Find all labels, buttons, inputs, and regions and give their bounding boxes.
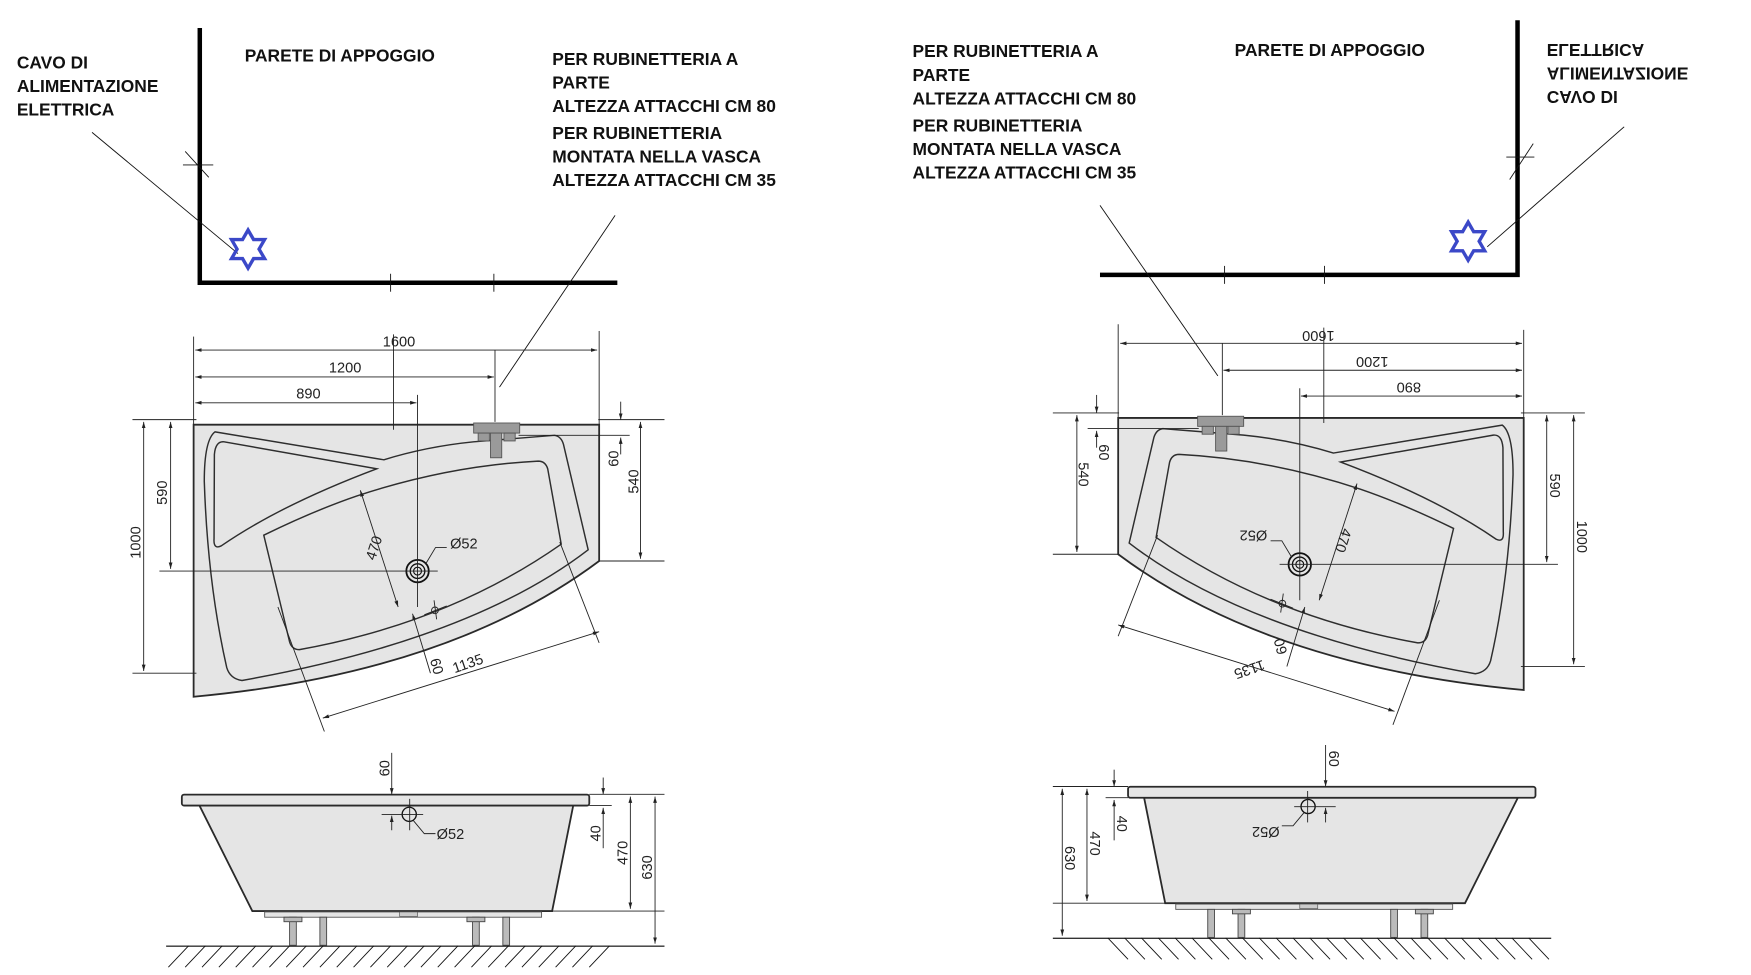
left-elevation-view: 60 Ø52 40 470 630 [166,753,664,967]
dim-basin-width: 470 [1331,526,1354,554]
dim-overflow-60: 60 [1325,751,1341,767]
dim-overflow-diameter: Ø52 [1252,823,1280,839]
cable-label-line-2-flipped: ALIMENTAZIONE [1547,63,1689,83]
dim-short-side: 540 [627,469,643,493]
dim-rim-60: 60 [606,451,622,467]
faucet-note-line-5: MONTATA NELLA VASCA [913,139,1122,159]
faucet-note-line-3: ALTEZZA ATTACCHI CM 80 [913,88,1137,108]
faucet-note-line-4: PER RUBINETTERIA [913,115,1083,135]
cable-leader-line [1486,126,1625,248]
left-wall-layout: CAVO DI ALIMENTAZIONE ELETTRICA PARETE D… [17,28,776,388]
faucet-note-line-6: ALTEZZA ATTACCHI CM 35 [552,170,776,190]
wall-label: PARETE DI APPOGGIO [1235,40,1425,60]
right-support-wall [1099,20,1520,278]
dim-total-height: 630 [1061,846,1077,870]
dim-total-width: 1000 [1573,521,1589,553]
faucet-note-line-1: PER RUBINETTERIA A [552,49,738,69]
dim-faucet-offset: 1200 [329,360,361,376]
dim-total-length: 1600 [383,335,415,351]
right-wall-layout: PER RUBINETTERIA A PARTE ALTEZZA ATTACCH… [913,20,1689,377]
dim-front-60: 60 [426,657,446,677]
faucet-note-line-2: PARTE [913,65,971,85]
left-bathtub-side-outline [166,753,664,967]
dim-overflow-diameter: Ø52 [437,827,465,843]
cable-label-line-3-flipped: ELETTRICA [1547,40,1645,60]
dim-overflow-60: 60 [377,760,393,776]
dim-faucet-offset: 1200 [1356,353,1388,369]
cable-label-line-1-flipped: CAVO DI [1547,87,1618,107]
left-support-wall [197,28,618,285]
faucet-note-line-1: PER RUBINETTERIA A [913,41,1099,61]
dim-total-length: 1600 [1302,327,1334,343]
dim-tub-height: 470 [1086,831,1102,855]
electrical-outlet-star-icon [1449,220,1487,262]
left-plan-view: 1600 1200 890 1000 590 60 540 470 Ø52 60… [128,331,664,732]
faucet-note-line-2: PARTE [552,73,610,93]
cable-leader-line [91,132,239,254]
dim-basin-width: 470 [363,534,386,562]
right-bathtub-plan-outline [1053,324,1585,725]
dim-front-60: 60 [1272,636,1292,656]
dim-drain-depth: 590 [155,481,171,505]
dim-total-width: 1000 [128,526,144,558]
dim-drain-diameter: Ø52 [450,537,478,553]
faucet-note-line-4: PER RUBINETTERIA [552,123,722,143]
faucet-note-line-6: ALTEZZA ATTACCHI CM 35 [913,162,1137,182]
cable-label-line-3: ELETTRICA [17,100,115,120]
dim-drain-offset: 890 [1397,379,1421,395]
dim-total-height: 630 [640,855,656,879]
dim-drain-depth: 590 [1546,473,1562,497]
wall-label: PARETE DI APPOGGIO [245,46,435,66]
right-plan-view: 1600 1200 890 1000 590 60 540 470 Ø52 60… [1053,324,1589,725]
dim-short-side: 540 [1075,462,1091,486]
faucet-leader-line [1099,205,1219,377]
faucet-note-line-5: MONTATA NELLA VASCA [552,147,761,167]
dim-drain-diameter: Ø52 [1240,527,1268,543]
faucet-leader-line [499,215,616,388]
dim-rim-40: 40 [589,825,605,841]
electrical-outlet-star-icon [229,228,267,270]
cable-label-line-2: ALIMENTAZIONE [17,76,159,96]
dim-rim-40: 40 [1113,816,1129,832]
right-elevation-view: 60 Ø52 40 470 630 [1053,745,1551,959]
dim-drain-offset: 890 [296,386,320,402]
dim-basin-length: 1135 [451,652,486,677]
dim-rim-60: 60 [1095,444,1111,460]
cable-label-line-1: CAVO DI [17,52,88,72]
right-bathtub-side-outline [1053,745,1551,959]
left-bathtub-plan-outline [132,331,664,732]
dim-basin-length: 1135 [1232,656,1267,681]
dim-tub-height: 470 [615,841,631,865]
faucet-note-line-3: ALTEZZA ATTACCHI CM 80 [552,96,776,116]
